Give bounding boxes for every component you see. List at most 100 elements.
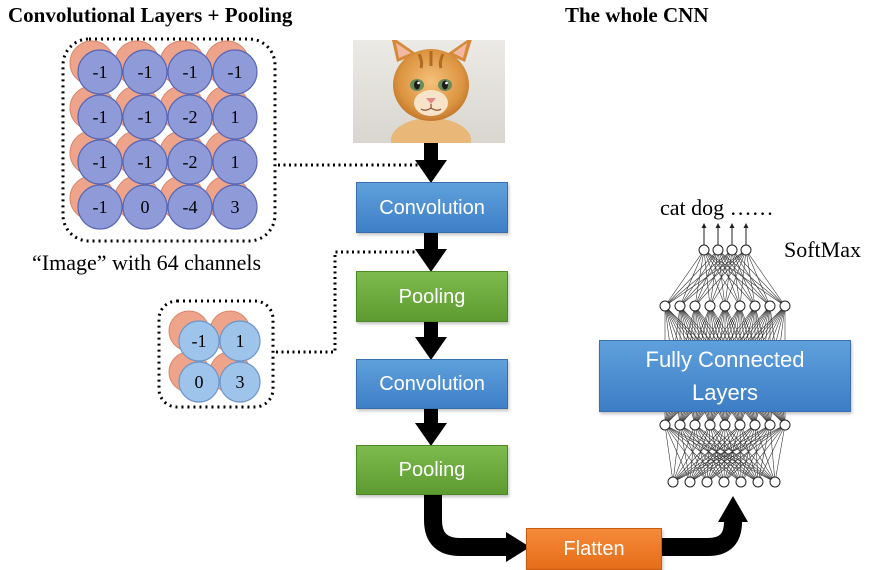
network-connection xyxy=(679,424,742,483)
network-connection xyxy=(689,424,726,483)
arrow-image-to-conv1 xyxy=(415,143,447,183)
feature-cell-value: 0 xyxy=(141,197,150,217)
neuron xyxy=(712,244,724,256)
pool-cell-value: 3 xyxy=(236,372,245,392)
network-connection xyxy=(723,424,771,483)
network-connection xyxy=(717,249,786,307)
neuron xyxy=(769,476,781,488)
network-connection xyxy=(694,249,747,307)
network-connection xyxy=(664,424,725,483)
network-connection xyxy=(689,424,741,483)
network-connection xyxy=(706,424,741,483)
network-connection xyxy=(709,249,719,307)
neuron xyxy=(659,300,671,312)
network-connection xyxy=(694,424,708,483)
network-connection xyxy=(694,249,719,307)
arrow-conv2-to-pool2 xyxy=(415,406,447,446)
pool-cell xyxy=(219,320,261,362)
network-connection xyxy=(723,424,741,483)
neuron xyxy=(704,300,716,312)
output-classes-label: cat dog …… xyxy=(660,195,774,220)
arrow-flatten-to-network xyxy=(660,496,748,556)
network-connection xyxy=(703,249,786,307)
neuron xyxy=(779,300,791,312)
network-connection xyxy=(757,424,786,483)
network-connection xyxy=(672,424,711,483)
network-connection xyxy=(689,424,771,483)
convolution-layer-2: Convolution xyxy=(356,359,508,409)
network-connection xyxy=(731,249,771,307)
pool-cell xyxy=(219,361,261,403)
feature-cell xyxy=(212,184,258,230)
network-connection xyxy=(664,424,708,483)
network-connection xyxy=(745,249,756,307)
network-connection xyxy=(694,424,742,483)
network-connection xyxy=(679,249,747,307)
feature-cell xyxy=(122,139,168,185)
network-connection xyxy=(709,424,759,483)
network-connection xyxy=(739,424,742,483)
conv-grid-caption: “Image” with 64 channels xyxy=(32,250,262,275)
neuron xyxy=(719,419,731,431)
network-connection xyxy=(717,249,741,307)
feature-cell-value: -1 xyxy=(138,107,153,127)
neuron xyxy=(726,244,738,256)
neuron xyxy=(689,300,701,312)
neuron xyxy=(701,476,713,488)
feature-cell-value: -1 xyxy=(138,62,153,82)
feature-cell xyxy=(77,94,123,140)
network-connection xyxy=(709,249,733,307)
network-connection xyxy=(757,424,771,483)
feature-cell xyxy=(212,94,258,140)
network-connection xyxy=(664,249,719,307)
network-connection xyxy=(694,249,705,307)
arrow-conv1-to-pool1 xyxy=(415,232,447,272)
network-connection xyxy=(709,424,725,483)
network-connection xyxy=(679,424,691,483)
network-connection xyxy=(723,424,726,483)
convolution-layer-1: Convolution xyxy=(356,182,508,233)
feature-cell xyxy=(167,184,213,230)
network-connection xyxy=(672,424,771,483)
network-connection xyxy=(739,424,776,483)
pool-cell-value: 0 xyxy=(195,372,204,392)
network-connection xyxy=(724,424,776,483)
network-connection xyxy=(664,424,776,483)
network-connection xyxy=(672,424,756,483)
neuron xyxy=(659,419,671,431)
feature-cell-value: -1 xyxy=(93,152,108,172)
network-connection xyxy=(679,424,759,483)
network-connection xyxy=(679,249,719,307)
network-connection xyxy=(706,424,771,483)
feature-cell-value: -4 xyxy=(183,197,198,217)
network-connection xyxy=(679,424,725,483)
neuron xyxy=(740,244,752,256)
network-connection xyxy=(664,249,733,307)
network-connection xyxy=(689,424,711,483)
feature-cell-value: -1 xyxy=(228,62,243,82)
network-connection xyxy=(664,424,759,483)
network-connection xyxy=(703,249,741,307)
feature-cell xyxy=(122,184,168,230)
network-connection xyxy=(672,424,696,483)
neuron xyxy=(689,419,701,431)
neuron xyxy=(752,476,764,488)
arrow-pool2-to-flatten xyxy=(424,493,530,562)
feature-cell-value: -1 xyxy=(138,152,153,172)
softmax-label: SoftMax xyxy=(784,237,861,262)
feature-cell xyxy=(167,139,213,185)
network-connection xyxy=(740,424,786,483)
feature-cell-value: -1 xyxy=(93,62,108,82)
network-connection xyxy=(672,424,726,483)
network-connection xyxy=(694,424,725,483)
neuron xyxy=(704,419,716,431)
feature-cell xyxy=(77,139,123,185)
network-connection xyxy=(724,249,747,307)
network-connection xyxy=(703,249,726,307)
conv-grid-dotted-border xyxy=(61,37,277,243)
output-arrow-head xyxy=(715,223,721,228)
feature-cell-value: 1 xyxy=(231,107,240,127)
network-connection xyxy=(672,424,786,483)
neuron xyxy=(735,476,747,488)
